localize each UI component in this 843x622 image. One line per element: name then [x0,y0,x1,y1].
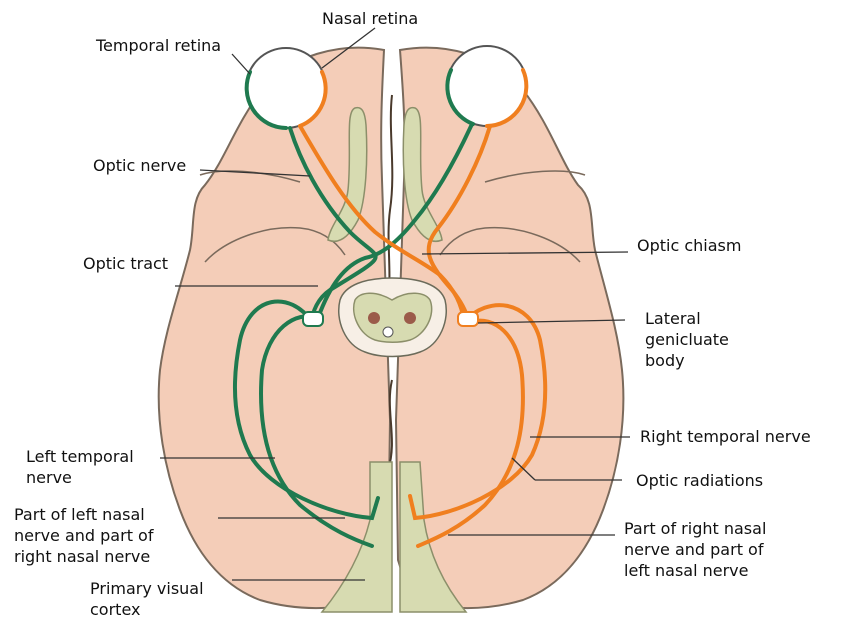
label-left-temporal-1: Left temporal [26,447,134,466]
label-nasal-retina: Nasal retina [322,9,418,28]
label-part-left-nasal-2: nerve and part of [14,526,154,545]
label-primary-visual-2: cortex [90,600,140,619]
label-lateral-geniculate-1: Lateral [645,309,701,328]
left-eye [246,48,326,128]
label-part-right-nasal-1: Part of right nasal [624,519,766,538]
label-right-temporal-nerve: Right temporal nerve [640,427,811,446]
label-lateral-geniculate-3: body [645,351,685,370]
label-optic-chiasm: Optic chiasm [637,236,741,255]
label-temporal-retina: Temporal retina [95,36,221,55]
label-optic-nerve: Optic nerve [93,156,186,175]
label-part-right-nasal-3: left nasal nerve [624,561,749,580]
label-part-left-nasal-3: right nasal nerve [14,547,150,566]
midbrain [339,278,447,357]
label-left-temporal-2: nerve [26,468,72,487]
label-optic-radiations: Optic radiations [636,471,763,490]
label-part-left-nasal-1: Part of left nasal [14,505,145,524]
label-primary-visual-1: Primary visual [90,579,204,598]
label-optic-tract: Optic tract [83,254,168,273]
right-eye [447,46,527,126]
label-lateral-geniculate-2: genicluate [645,330,729,349]
label-part-right-nasal-2: nerve and part of [624,540,764,559]
